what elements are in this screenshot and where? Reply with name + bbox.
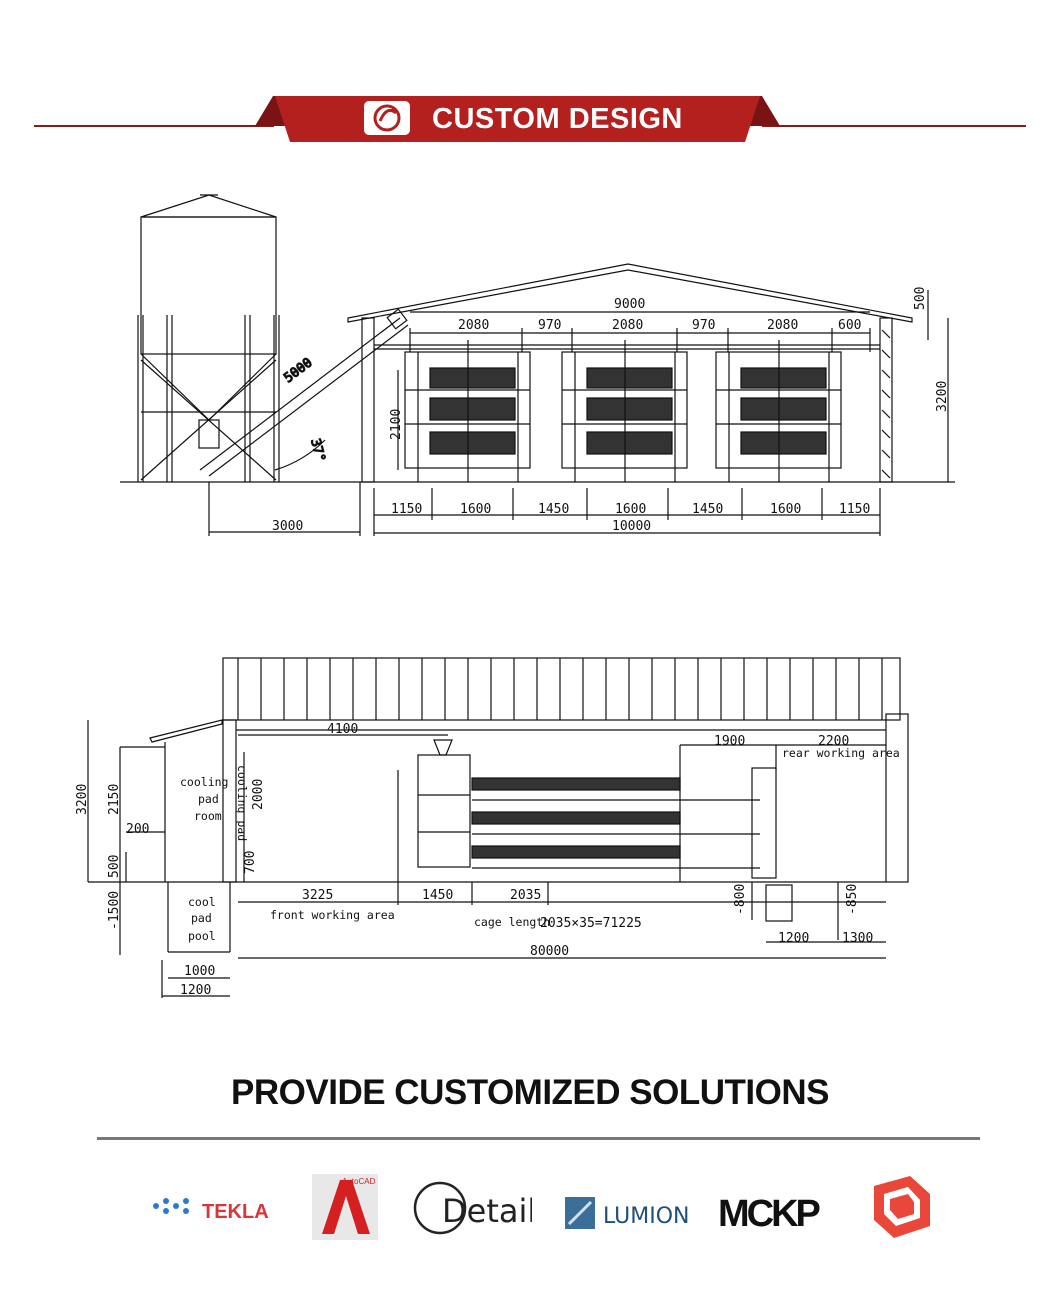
technical-drawing: 5000 37° [75, 194, 955, 998]
section-view: 5000 37° [120, 194, 955, 536]
cage-stack-3 [715, 340, 842, 482]
sketchup-icon [874, 1176, 930, 1238]
svg-text:1600: 1600 [615, 502, 646, 517]
svg-text:1450: 1450 [692, 502, 723, 517]
svg-text:970: 970 [538, 318, 561, 333]
svg-text:1450: 1450 [538, 502, 569, 517]
svg-text:2080: 2080 [458, 318, 489, 333]
cage-stack-1 [404, 340, 531, 482]
svg-text:AutoCAD: AutoCAD [342, 1177, 376, 1186]
svg-text:-800: -800 [733, 884, 748, 915]
svg-text:80000: 80000 [530, 944, 569, 959]
svg-text:970: 970 [692, 318, 715, 333]
pkpm-logo: MCKP [718, 1172, 832, 1242]
silo [137, 194, 280, 482]
header-rule-left [34, 125, 274, 127]
lumion-logo: LUMION [565, 1172, 695, 1242]
svg-text:TEKLA: TEKLA [202, 1201, 269, 1223]
svg-text:1200: 1200 [778, 931, 809, 946]
svg-text:1150: 1150 [391, 502, 422, 517]
detail-icon: Detail [413, 1181, 536, 1235]
svg-text:pool: pool [188, 929, 216, 943]
svg-text:500: 500 [107, 855, 122, 878]
pkpm-icon: MCKP [718, 1193, 824, 1235]
section-view-labels: 9000 500 3200 2100 2080 970 2080 970 208… [272, 287, 950, 534]
svg-text:2100: 2100 [389, 409, 404, 440]
svg-text:2080: 2080 [612, 318, 643, 333]
svg-text:1200: 1200 [180, 983, 211, 998]
detail-logo: Detail [412, 1172, 536, 1242]
banner-title: CUSTOM DESIGN [432, 103, 683, 135]
svg-text:cooling: cooling [180, 775, 228, 789]
svg-text:500: 500 [913, 287, 928, 310]
autocad-logo: AutoCAD [310, 1172, 380, 1242]
heading-separator [97, 1137, 980, 1140]
svg-text:1150: 1150 [839, 502, 870, 517]
svg-text:cooling pad: cooling pad [235, 765, 249, 841]
cage-stack-2 [561, 340, 688, 482]
svg-text:-850: -850 [845, 884, 860, 915]
svg-text:rear working area: rear working area [782, 746, 900, 760]
tekla-logo: TEKLA [148, 1172, 270, 1242]
svg-text:-1500: -1500 [107, 891, 122, 930]
svg-text:1450: 1450 [422, 888, 453, 903]
svg-text:LUMION: LUMION [603, 1204, 690, 1229]
svg-text:front working area: front working area [270, 908, 395, 922]
solutions-heading: PROVIDE CUSTOMIZED SOLUTIONS [231, 1073, 829, 1112]
svg-text:1000: 1000 [184, 964, 215, 979]
svg-text:pad: pad [198, 792, 219, 806]
sketchup-logo [870, 1172, 934, 1242]
tekla-icon: TEKLA [153, 1198, 269, 1223]
svg-text:600: 600 [838, 318, 861, 333]
svg-text:2150: 2150 [107, 784, 122, 815]
longitudinal-view [87, 657, 909, 998]
svg-text:1600: 1600 [460, 502, 491, 517]
svg-text:2000: 2000 [251, 779, 266, 810]
svg-text:200: 200 [126, 822, 149, 837]
svg-text:2200: 2200 [818, 734, 849, 749]
svg-text:cage length: cage length [474, 915, 550, 929]
svg-text:4100: 4100 [327, 722, 358, 737]
svg-text:700: 700 [243, 851, 258, 874]
svg-text:2035×35=71225: 2035×35=71225 [540, 916, 642, 931]
svg-text:3000: 3000 [272, 519, 303, 534]
svg-text:1600: 1600 [770, 502, 801, 517]
autocad-icon: AutoCAD [312, 1174, 378, 1240]
svg-text:9000: 9000 [614, 297, 645, 312]
svg-text:1900: 1900 [714, 734, 745, 749]
svg-text:37°: 37° [307, 437, 328, 464]
brand-logo [364, 101, 410, 135]
svg-text:2080: 2080 [767, 318, 798, 333]
svg-text:cool: cool [188, 895, 216, 909]
svg-text:1300: 1300 [842, 931, 873, 946]
svg-text:3200: 3200 [75, 784, 90, 815]
svg-text:3200: 3200 [935, 381, 950, 412]
lumion-icon: LUMION [565, 1197, 690, 1229]
header-rule-right [762, 125, 1026, 127]
svg-text:pad: pad [191, 911, 212, 925]
plan-view-labels: 4100 1900 2200 rear working area cooling… [75, 722, 900, 998]
svg-text:MCKP: MCKP [718, 1193, 821, 1235]
svg-text:5000: 5000 [281, 355, 315, 386]
svg-text:10000: 10000 [612, 519, 651, 534]
poultry-house-section [347, 263, 913, 483]
inclined-conveyor [199, 308, 409, 477]
svg-text:Detail: Detail [442, 1192, 532, 1230]
svg-text:3225: 3225 [302, 888, 333, 903]
svg-text:2035: 2035 [510, 888, 541, 903]
svg-text:room: room [194, 809, 222, 823]
